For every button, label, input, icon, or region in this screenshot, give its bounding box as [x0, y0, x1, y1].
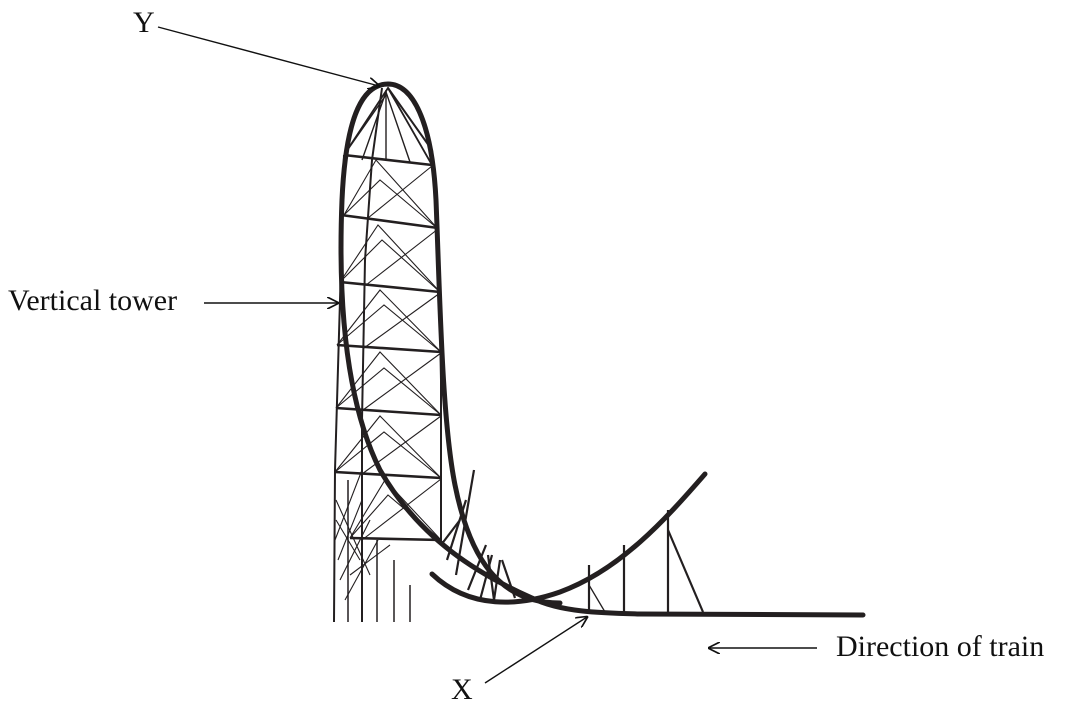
track-incline — [429, 471, 708, 605]
y-pointer-arrow — [157, 26, 379, 86]
point-y-label: Y — [133, 6, 155, 39]
track-main-loop — [338, 81, 866, 618]
tower-structure — [333, 86, 705, 623]
x-pointer-arrow — [484, 617, 587, 684]
vertical-tower-label: Vertical tower — [8, 284, 178, 317]
point-x-label: X — [451, 673, 473, 706]
direction-of-train-label: Direction of train — [836, 630, 1045, 663]
label-pointers — [157, 26, 817, 684]
track — [338, 81, 866, 618]
